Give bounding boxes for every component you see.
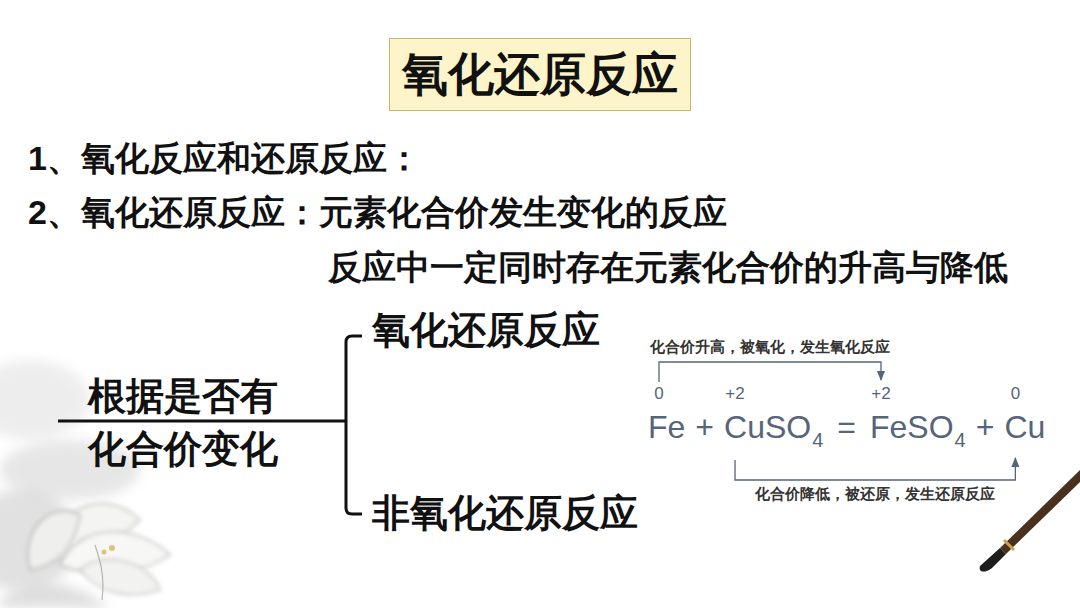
- title-box: 氧化还原反应: [389, 38, 691, 111]
- point-text: 1、氧化反应和还原反应：: [28, 138, 421, 179]
- formula-token: CuSO: [724, 408, 811, 446]
- formula-token: =: [837, 408, 856, 446]
- formula-token: +: [976, 408, 995, 446]
- category-text: 非氧化还原反应: [372, 491, 638, 537]
- oxidation-number: +2: [871, 384, 890, 404]
- bracket: [58, 336, 362, 514]
- formula-token: +: [695, 408, 714, 446]
- formula-subscript: 4: [955, 428, 966, 452]
- definition-text: 反应中一定同时存在元素化合价的升高与降低: [328, 247, 1008, 288]
- oxidation-number: 0: [1011, 384, 1020, 404]
- formula-token: FeSO: [870, 408, 954, 446]
- formula-token: Fe: [648, 408, 685, 446]
- category-text: 氧化还原反应: [372, 308, 600, 354]
- annotation-arrow: [659, 362, 881, 382]
- annotation-arrow: [735, 458, 1015, 480]
- formula-subscript: 4: [812, 428, 823, 452]
- criterion-text: 化合价变化: [88, 427, 278, 473]
- annotation-note: 化合价降低，被还原，发生还原反应: [755, 485, 995, 503]
- annotation-note: 化合价升高，被氧化，发生氧化反应: [650, 338, 890, 356]
- formula-token: Cu: [1004, 408, 1045, 446]
- oxidation-number: 0: [654, 384, 663, 404]
- oxidation-number: +2: [725, 384, 744, 404]
- definition-text: 2、氧化还原反应：元素化合价发生变化的反应: [28, 192, 727, 233]
- criterion-text: 根据是否有: [88, 374, 278, 420]
